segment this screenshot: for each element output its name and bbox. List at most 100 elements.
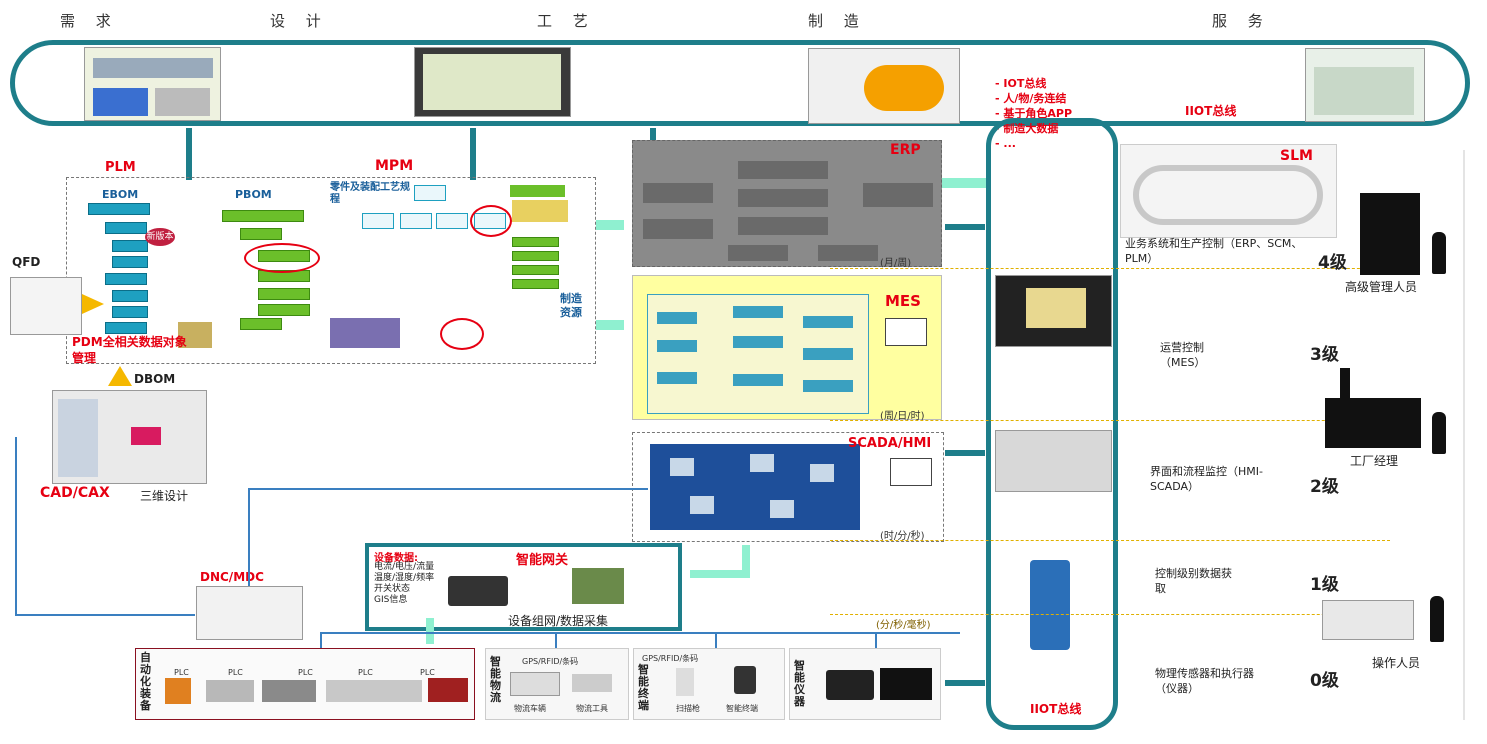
level-separator [830, 420, 1390, 421]
smart-terminal-image [734, 666, 756, 694]
iiot-bus-vertical [986, 118, 1118, 730]
level4-screenshot [995, 275, 1112, 347]
plc-label: PLC [420, 668, 435, 677]
cad-subtitle: 三维设计 [140, 489, 189, 503]
slm-panel [1120, 144, 1337, 238]
mes-panel [632, 275, 942, 420]
qfd-label: QFD [12, 255, 41, 269]
scanner-image [676, 668, 694, 696]
level3-description: 运营控制（MES） [1160, 341, 1206, 369]
ebom-root-node [88, 203, 150, 215]
process-highlight-circle [470, 205, 512, 237]
logistics-item: 物流工具 [576, 704, 608, 713]
ebom-node [112, 256, 148, 268]
cad-model-image [330, 318, 400, 348]
manager-person-icon [1432, 232, 1446, 274]
kiosk-terminal-image [1030, 560, 1070, 650]
device-bus-line [320, 632, 960, 634]
level4-description: 业务系统和生产控制（ERP、SCM、PLM） [1125, 237, 1303, 265]
device-bus-drop [320, 632, 322, 650]
parts-assembly-label: 零件及装配工艺规程 [330, 182, 410, 205]
arrow-erp-iiot [942, 178, 986, 188]
mpm-title: MPM [375, 158, 414, 174]
ebom-node [105, 322, 147, 334]
mes-computer-icon [885, 318, 927, 346]
arrow-gateway-up [426, 618, 434, 644]
arrow-gateway-scada [690, 570, 750, 578]
automation-vertical-label: 自动化装备 [140, 651, 151, 712]
operator-label: 操作人员 [1372, 656, 1421, 670]
pbom-label: PBOM [235, 188, 272, 201]
machine-image [206, 680, 254, 702]
connector-instrument-iiot [945, 680, 985, 686]
manufacturing-resources-label: 制造资源 [560, 292, 582, 319]
level2-description: 界面和流程监控（HMI-SCADA） [1150, 465, 1263, 493]
iiot-bottom-label: IIOT总线 [1030, 702, 1082, 716]
iiot-bus-top [10, 40, 1470, 126]
level-separator [830, 268, 1390, 269]
logistics-tool-image [572, 674, 612, 692]
scada-region [632, 432, 944, 542]
iiot-top-label: IIOT总线 [1185, 104, 1237, 118]
arrow-plm-erp [596, 220, 624, 230]
logistics-vertical-label: 智能物流 [490, 655, 501, 704]
machine-image [326, 680, 422, 702]
cad-title: CAD/CAX [40, 485, 110, 501]
level0-description: 物理传感器和执行器（仪器） [1155, 667, 1254, 695]
scada-screenshot [650, 444, 860, 530]
connector-plm-bus [186, 128, 192, 180]
level0-label: 0级 [1310, 671, 1339, 691]
cad-dnc-link-line [15, 437, 17, 615]
connector-mpm-bus [470, 128, 476, 180]
device-bus-drop [555, 632, 557, 650]
erp-panel [632, 140, 942, 267]
cad-screenshot [52, 390, 207, 484]
dbom-arrow-icon [108, 366, 132, 386]
pbom-node [240, 318, 282, 330]
instrument-image [880, 668, 932, 700]
ebom-node [105, 222, 147, 234]
machine-image [428, 678, 468, 702]
level-axis [1463, 150, 1465, 720]
qfd-arrow-icon [82, 294, 104, 314]
process-node [414, 185, 446, 201]
instrument-image [826, 670, 874, 700]
process-node [400, 213, 432, 229]
resource-node [512, 251, 559, 261]
scada-computer-icon [890, 458, 932, 486]
fixture-image [178, 322, 212, 348]
logistics-header: GPS/RFID/条码 [522, 657, 579, 666]
device-bus-drop [875, 632, 877, 650]
stage-manufacturing: 制 造 [808, 12, 867, 30]
level-separator [830, 614, 1390, 615]
terminal-item: 扫描枪 [676, 704, 700, 713]
pbom-node [240, 228, 282, 240]
process-node [362, 213, 394, 229]
demand-screenshot [84, 47, 221, 121]
plc-label: PLC [298, 668, 313, 677]
stage-service: 服 务 [1212, 12, 1271, 30]
ebom-node [112, 240, 148, 252]
resource-node [512, 237, 559, 247]
office-building-icon [1360, 193, 1420, 275]
gateway-device-image [448, 576, 508, 606]
ebom-node [105, 273, 147, 285]
resource-highlight-circle [440, 318, 484, 350]
level1-description: 控制级别数据获取 [1155, 567, 1232, 595]
design-screenshot [414, 47, 571, 117]
stage-process: 工 艺 [537, 12, 596, 30]
connector-scada-iiot [945, 450, 985, 456]
plc-label: PLC [174, 668, 189, 677]
scada-period: (时/分/秒) [880, 531, 925, 542]
terminal-group [633, 648, 785, 720]
device-bus-drop [715, 632, 717, 650]
instrument-vertical-label: 智能仪器 [794, 659, 805, 708]
qfd-image [10, 277, 82, 335]
ebom-label: EBOM [102, 188, 139, 201]
new-version-badge: 新版本 [145, 228, 175, 246]
scada-title: SCADA/HMI [848, 436, 932, 451]
level1-label: 1级 [1310, 575, 1339, 595]
dnc-scada-link-line [248, 488, 250, 586]
factory-icon [1325, 398, 1421, 448]
arrow-gateway-scada-up [742, 545, 750, 575]
